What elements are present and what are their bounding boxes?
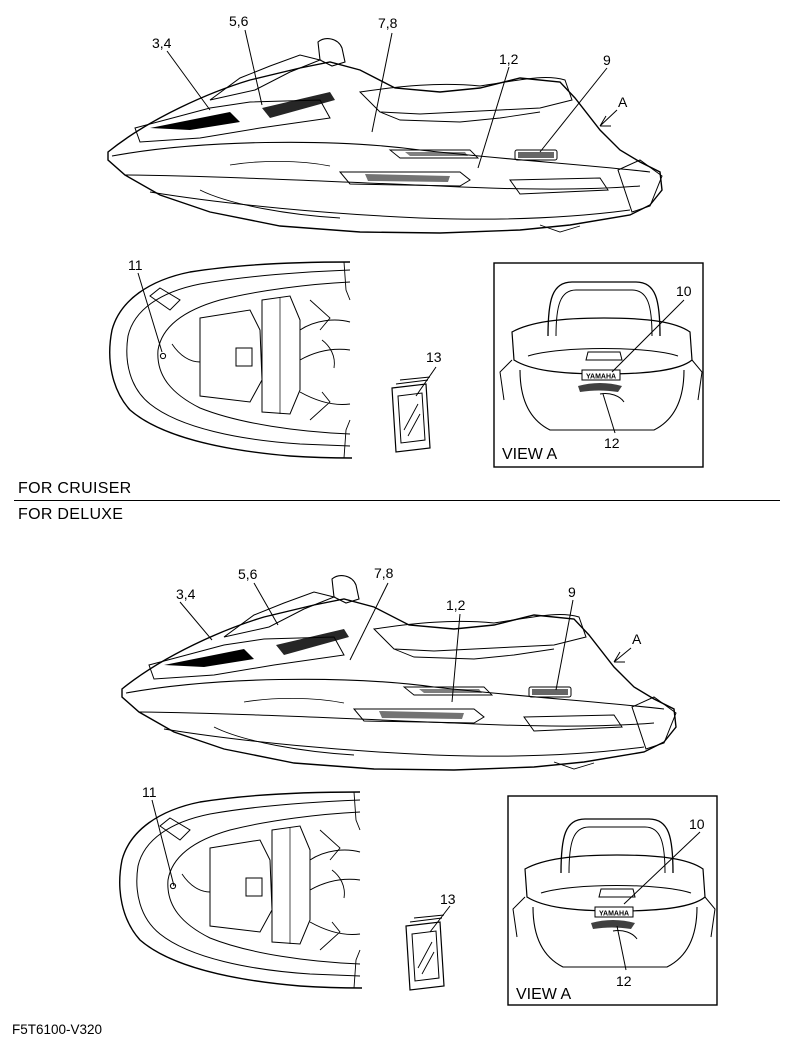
deluxe-callout-1-2: 1,2 — [446, 597, 466, 613]
cruiser-callout-9: 9 — [603, 52, 611, 68]
section-label-cruiser: FOR CRUISER — [18, 480, 132, 497]
deluxe-callout-11: 11 — [142, 784, 157, 800]
deluxe-yamaha-decal-text: YAMAHA — [599, 911, 629, 918]
deluxe-side-view — [121, 574, 677, 771]
cruiser-decal-sheet — [391, 376, 431, 453]
cruiser-view-a-box — [493, 262, 704, 468]
cruiser-callout-11: 11 — [128, 257, 143, 273]
deluxe-top-view — [119, 791, 363, 989]
cruiser-callout-view-a: A — [618, 94, 628, 110]
deluxe-callout-12: 12 — [616, 973, 632, 989]
cruiser-top-view — [109, 261, 353, 459]
cruiser-leader-lines — [137, 29, 685, 434]
section-label-deluxe: FOR DELUXE — [18, 506, 124, 523]
deluxe-callout-5-6: 5,6 — [238, 566, 258, 582]
cruiser-callout-10: 10 — [676, 283, 692, 299]
cruiser-yamaha-decal-text: YAMAHA — [586, 374, 616, 381]
deluxe-callout-3-4: 3,4 — [176, 586, 196, 602]
deluxe-callout-9: 9 — [568, 584, 576, 600]
cruiser-callout-3-4: 3,4 — [152, 35, 172, 51]
cruiser-view-a-label: VIEW A — [502, 446, 557, 463]
deluxe-leader-lines — [151, 582, 701, 971]
deluxe-rear-view — [512, 818, 716, 968]
deluxe-view-a-box — [507, 795, 718, 1006]
deluxe-callout-10: 10 — [689, 816, 705, 832]
cruiser-callout-13: 13 — [426, 349, 442, 365]
diagram-code: F5T6100-V320 — [12, 1022, 103, 1037]
deluxe-callout-7-8: 7,8 — [374, 565, 394, 581]
deluxe-decal-sheet — [405, 914, 445, 991]
deluxe-view-a-label: VIEW A — [516, 986, 571, 1003]
deluxe-callout-view-a: A — [632, 631, 642, 647]
cruiser-callout-1-2: 1,2 — [499, 51, 519, 67]
cruiser-callout-12: 12 — [604, 435, 620, 451]
deluxe-callout-13: 13 — [440, 891, 456, 907]
cruiser-rear-view — [499, 281, 703, 431]
cruiser-callout-5-6: 5,6 — [229, 13, 249, 29]
section-divider — [14, 500, 780, 501]
cruiser-callout-7-8: 7,8 — [378, 15, 398, 31]
